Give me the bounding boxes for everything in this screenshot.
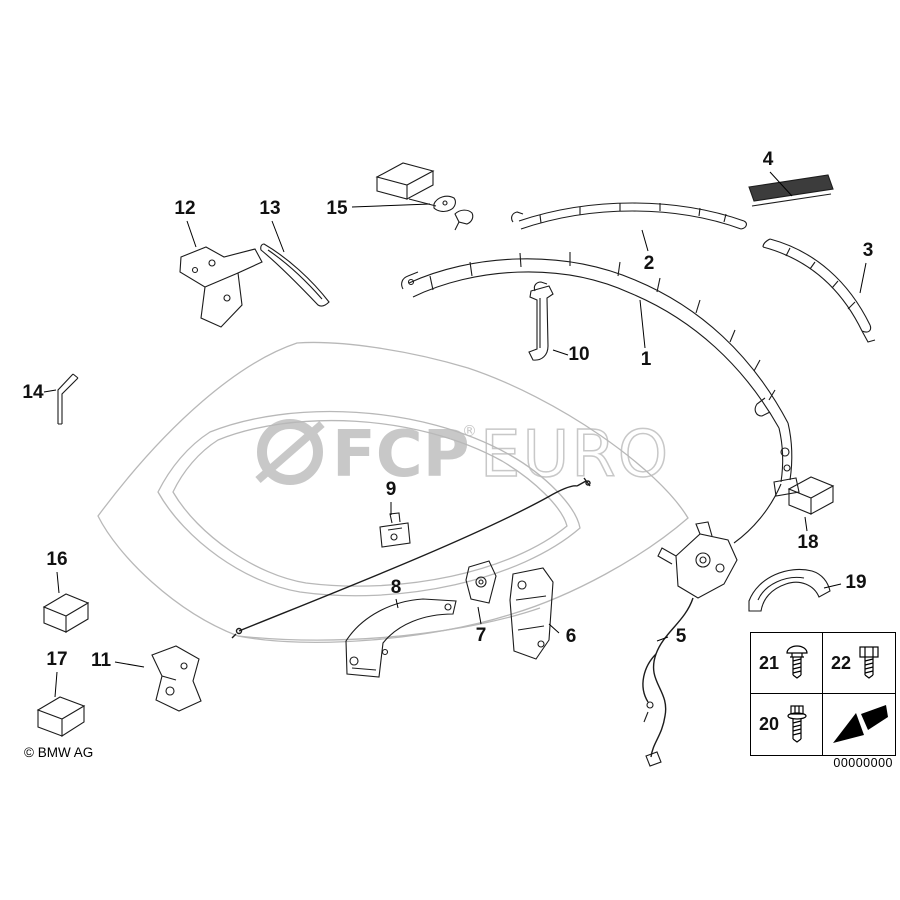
part-7-small-bracket-drawing [465, 560, 497, 604]
bmw-copyright: © BMW AG [24, 745, 94, 760]
callout-8: 8 [390, 577, 402, 598]
watermark-registered-mark: ® [462, 422, 477, 440]
callout-7: 7 [475, 625, 487, 646]
table-cell-20: 20 [751, 694, 823, 755]
part-10-bracket-drawing [528, 281, 554, 361]
callout-6: 6 [565, 626, 577, 647]
part-18-kit-box-drawing [787, 476, 835, 515]
callout-14: 14 [22, 382, 44, 403]
socket-head-bolt-icon [859, 646, 879, 679]
callout-21: 21 [759, 652, 780, 673]
callout-15: 15 [326, 198, 348, 219]
part-9-bowden-cable-drawing [231, 477, 591, 639]
callout-10: 10 [568, 344, 590, 365]
callout-17: 17 [46, 649, 68, 670]
callout-11: 11 [90, 650, 112, 671]
part-5-latch-cable-drawing [642, 521, 738, 767]
part-6-support-plate-drawing [509, 567, 554, 660]
callout-19: 19 [845, 572, 867, 593]
hex-bolt-icon [787, 704, 807, 743]
part-17-kit-box-drawing [36, 696, 86, 738]
callout-18: 18 [797, 532, 819, 553]
part-15-fastener-kit-drawing [375, 162, 474, 231]
callout-3: 3 [862, 240, 874, 261]
fastener-reference-table: 21 22 20 [750, 632, 896, 756]
diagram-part-number: 00000000 [833, 756, 893, 770]
fcp-logo-icon [255, 419, 325, 485]
callout-16: 16 [46, 549, 68, 570]
callout-12: 12 [174, 198, 196, 219]
part-13-trim-blade-drawing [260, 243, 330, 307]
part-14-rod-drawing [57, 373, 79, 425]
leader-lines [43, 171, 867, 698]
callout-13: 13 [259, 198, 281, 219]
part-16-kit-box-drawing [42, 593, 90, 633]
table-cell-22: 22 [823, 633, 895, 694]
watermark-euro-text: EURO [480, 418, 670, 492]
callout-9: 9 [385, 479, 397, 500]
part-3-seal-strip-drawing [762, 238, 876, 343]
part-19-guide-strap-drawing [748, 568, 831, 612]
oval-head-screw-icon [786, 645, 808, 679]
callout-2: 2 [643, 253, 655, 274]
part-1-frame-rail-drawing [401, 252, 800, 544]
parts-group [36, 162, 876, 767]
table-cell-21: 21 [751, 633, 823, 694]
part-12-bracket-drawing [179, 246, 263, 328]
part-2-seal-strip-drawing [511, 202, 747, 230]
table-cell-arrow [823, 694, 895, 755]
callout-20: 20 [759, 714, 780, 734]
callout-4: 4 [762, 149, 774, 170]
continuation-arrow-icon [833, 704, 888, 743]
watermark-fcp-text: FCP [332, 418, 470, 492]
callout-22: 22 [831, 652, 852, 673]
fcp-euro-watermark: FCP ® EURO [255, 417, 670, 493]
callout-5: 5 [675, 626, 687, 647]
part-4-serrated-rail-drawing [748, 174, 834, 207]
part-8-mount-bracket-drawing [345, 598, 457, 678]
part-11-corner-bracket-drawing [151, 645, 202, 712]
callout-1: 1 [640, 349, 652, 370]
